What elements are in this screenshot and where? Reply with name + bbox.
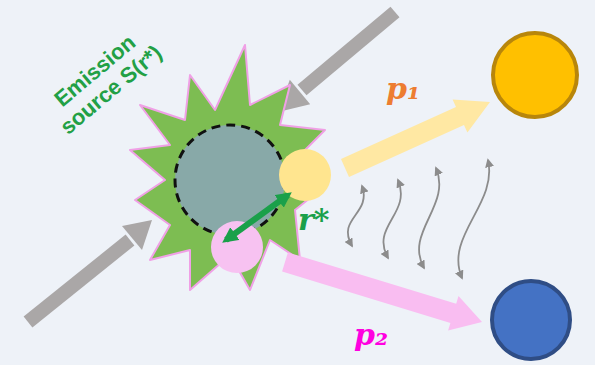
beam-arrow [28,220,152,322]
separation-arrow [226,195,288,240]
particle-1 [279,149,331,201]
separation-label: r* [298,203,330,238]
interaction-arrows [348,160,489,278]
beam-arrow [278,12,395,112]
momentum-label: p₁ [386,72,420,107]
source-label: Emission source S(r*) [29,13,176,148]
detected-particle-2 [492,281,570,359]
momentum-label: p₂ [354,318,388,353]
detected-particle-1 [493,33,577,117]
momentum-arrow-1 [341,100,490,177]
source-region [175,125,285,235]
